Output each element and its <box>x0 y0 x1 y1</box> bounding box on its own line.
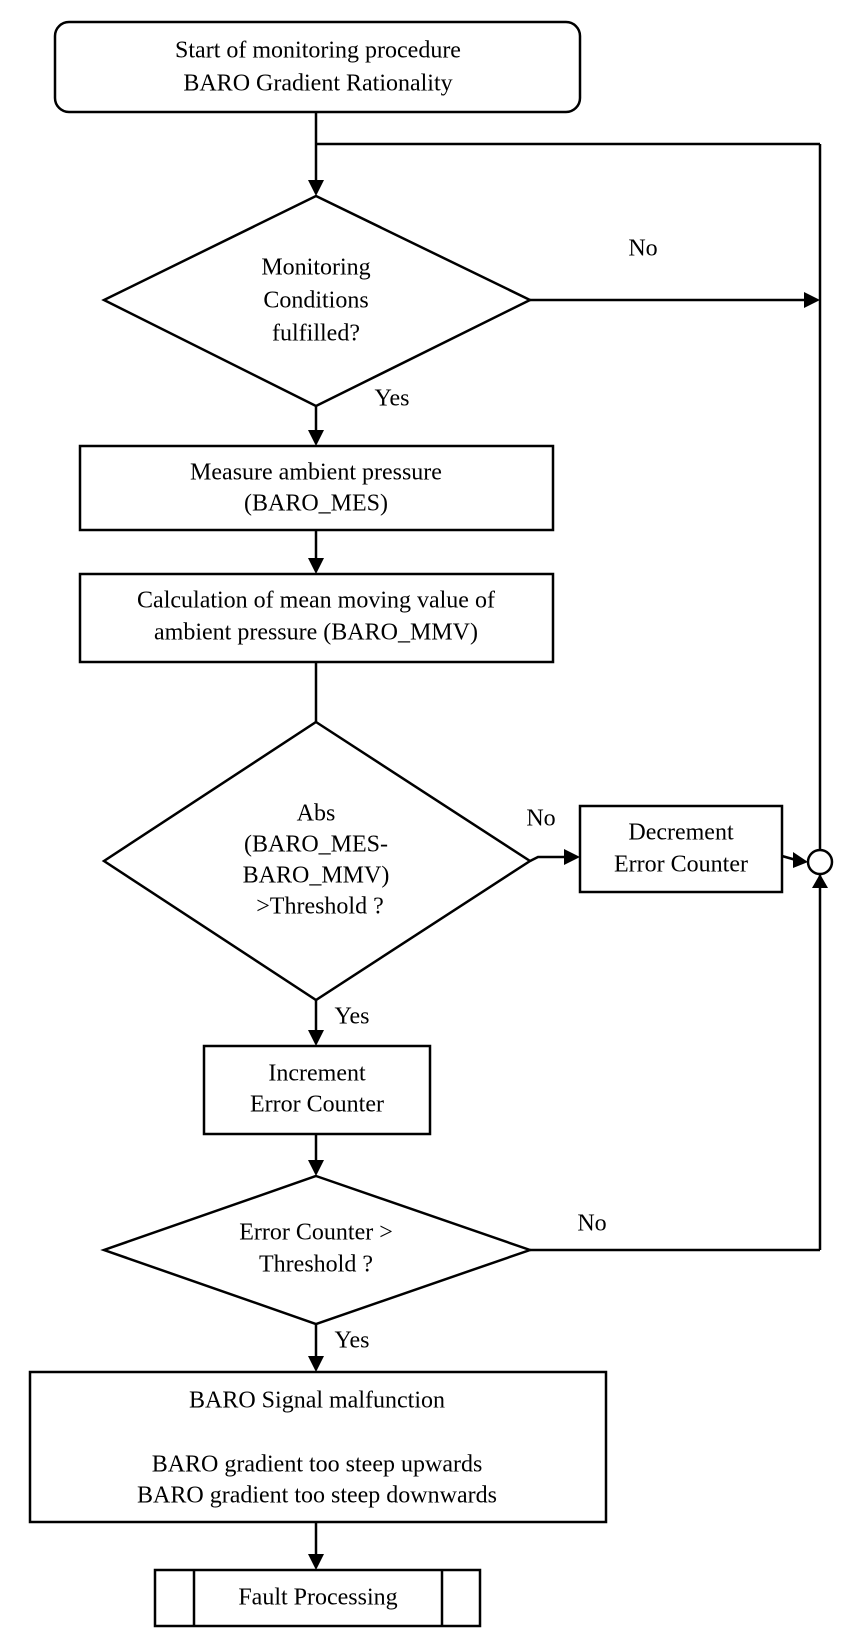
measure-line2: (BARO_MES) <box>244 491 388 517</box>
decision3-line1: Error Counter > <box>239 1220 393 1246</box>
decision3-line2: Threshold ? <box>259 1252 373 1278</box>
decision-error-counter-threshold: Error Counter > Threshold ? <box>100 1174 534 1326</box>
arrow-into-malfunction <box>308 1356 324 1372</box>
decision2-line2: (BARO_MES- <box>244 832 388 858</box>
d3-no-label: No <box>577 1211 606 1237</box>
decision1-line3: fulfilled? <box>272 321 360 347</box>
connectors <box>308 112 828 1570</box>
increment-line1: Increment <box>268 1061 366 1087</box>
decision1-line2: Conditions <box>263 288 368 314</box>
decision1-line1: Monitoring <box>261 255 370 281</box>
decision2-line4: >Threshold ? <box>256 894 384 920</box>
measure-line1: Measure ambient pressure <box>190 460 442 486</box>
decrement-line2: Error Counter <box>614 852 748 878</box>
arrow-into-junction-left <box>793 852 808 868</box>
fault-label: Fault Processing <box>238 1585 397 1611</box>
decrement-error-counter: Decrement Error Counter <box>578 804 784 894</box>
edge-decision2-no <box>529 855 566 863</box>
malfunction-line1: BARO Signal malfunction <box>189 1388 445 1414</box>
d2-yes-label: Yes <box>335 1004 370 1030</box>
increment-error-counter: Increment Error Counter <box>202 1044 432 1136</box>
edge-labels: No Yes No Yes No Yes <box>335 236 658 1354</box>
arrow-into-junction-bottom <box>812 874 828 888</box>
baro-signal-malfunction: BARO Signal malfunction BARO gradient to… <box>28 1370 608 1524</box>
calc-line1: Calculation of mean moving value of <box>137 588 495 614</box>
d1-yes-label: Yes <box>375 386 410 412</box>
d2-no-label: No <box>526 806 555 832</box>
malfunction-line3: BARO gradient too steep downwards <box>137 1483 497 1509</box>
arrow-into-measure <box>308 430 324 446</box>
arrow-into-decision3 <box>308 1160 324 1176</box>
fault-processing: Fault Processing <box>153 1568 482 1628</box>
malfunction-line2: BARO gradient too steep upwards <box>152 1452 483 1478</box>
increment-line2: Error Counter <box>250 1092 384 1118</box>
start-label-line1: Start of monitoring procedure <box>175 38 461 64</box>
decision-abs-threshold: Abs (BARO_MES- BARO_MMV) >Threshold ? <box>101 720 533 1002</box>
arrow-decision1-no <box>804 292 820 308</box>
decrement-line1: Decrement <box>628 820 734 846</box>
d1-no-label: No <box>628 236 657 262</box>
arrow-into-calc <box>308 558 324 574</box>
decision2-line1: Abs <box>297 801 336 827</box>
measure-ambient-pressure: Measure ambient pressure (BARO_MES) <box>78 444 555 532</box>
decision2-line3: BARO_MMV) <box>243 863 390 889</box>
start-node: Start of monitoring procedure BARO Gradi… <box>53 20 582 114</box>
arrow-into-fault <box>308 1554 324 1570</box>
calculate-mean-moving-value: Calculation of mean moving value of ambi… <box>78 572 555 664</box>
d3-yes-label: Yes <box>335 1328 370 1354</box>
arrow-into-decision1 <box>308 180 324 196</box>
loop-junction <box>806 848 834 876</box>
decision-monitoring-conditions: Monitoring Conditions fulfilled? <box>101 194 533 408</box>
calc-line2: ambient pressure (BARO_MMV) <box>154 620 478 646</box>
arrow-into-increment <box>308 1030 324 1046</box>
arrow-into-decrement <box>564 849 580 865</box>
start-label-line2: BARO Gradient Rationality <box>183 71 452 97</box>
